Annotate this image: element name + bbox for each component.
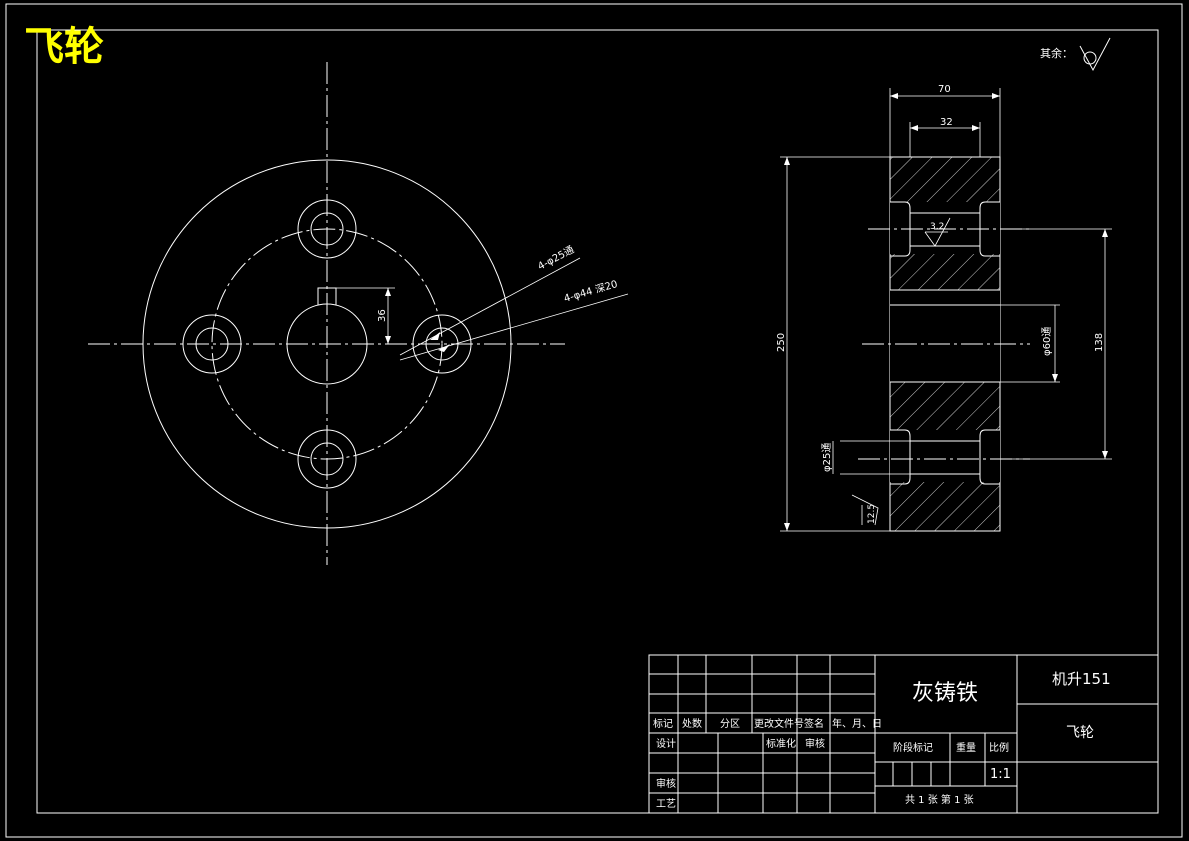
tb-sheet-info: 共 1 张 第 1 张 <box>905 793 974 806</box>
bolt-circle <box>211 228 443 460</box>
tb-h-sign: 签名 <box>804 717 824 730</box>
tb-weight: 重量 <box>956 741 976 754</box>
roughness-mark-icon <box>924 217 951 247</box>
outer-rim <box>142 159 512 529</box>
side-view: 70 32 250 φ60通 138 φ25通 3. <box>776 84 1112 532</box>
tb-process: 工艺 <box>656 798 676 810</box>
hub-bore <box>286 303 368 385</box>
tb-review: 审核 <box>656 777 676 790</box>
front-view: 36 4-φ25通 4-φ44 深20 <box>88 62 629 565</box>
dim-holes-counterbore: 4-φ44 深20 <box>563 278 619 305</box>
drawing-title: 飞轮 <box>24 24 104 70</box>
dim-keyway: 36 <box>377 309 388 322</box>
inner-frame <box>36 29 1159 814</box>
dim-hole: φ25通 <box>821 443 833 472</box>
dim-bolt-circle: 138 <box>1094 333 1105 352</box>
dim-roughness-1: 3.2 <box>930 222 944 232</box>
tb-scale-value: 1:1 <box>990 767 1011 782</box>
tb-h-count: 处数 <box>682 717 702 730</box>
bolt-hole-bottom <box>297 429 357 489</box>
tb-stage-mark: 阶段标记 <box>893 741 933 754</box>
tb-part-name: 飞轮 <box>1066 725 1094 741</box>
roughness-mark-2-icon <box>851 494 879 526</box>
roughness-symbol-icon <box>1079 37 1111 72</box>
tb-h-mark: 标记 <box>653 718 673 730</box>
keyway <box>317 287 337 305</box>
bolt-hole-top <box>297 199 357 259</box>
dim-inner-width: 32 <box>940 117 953 128</box>
tb-material: 灰铸铁 <box>912 681 978 706</box>
dim-width: 70 <box>938 84 951 95</box>
tb-scale-label: 比例 <box>989 741 1009 754</box>
title-block: 标记 处数 分区 更改文件号 签名 年、月、日 设计 标准化 审核 审核 工艺 … <box>648 654 1159 814</box>
dim-bore: φ60通 <box>1041 327 1053 356</box>
tb-standardize-sign: 审核 <box>805 737 825 750</box>
bolt-hole-right <box>412 314 472 374</box>
tb-h-doc: 更改文件号 <box>754 717 804 730</box>
outer-frame <box>5 3 1183 838</box>
tb-design: 设计 <box>656 737 676 750</box>
dim-roughness-2: 12.5 <box>867 504 877 524</box>
dim-holes-small: 4-φ25通 <box>536 244 576 273</box>
tb-h-date: 年、月、日 <box>832 717 882 730</box>
roughness-note: 其余： <box>1040 46 1073 60</box>
tb-standardize: 标准化 <box>766 737 796 750</box>
dim-diameter: 250 <box>776 333 787 352</box>
bolt-hole-left <box>182 314 242 374</box>
tb-h-zone: 分区 <box>720 718 740 730</box>
tb-school: 机升151 <box>1052 670 1111 688</box>
